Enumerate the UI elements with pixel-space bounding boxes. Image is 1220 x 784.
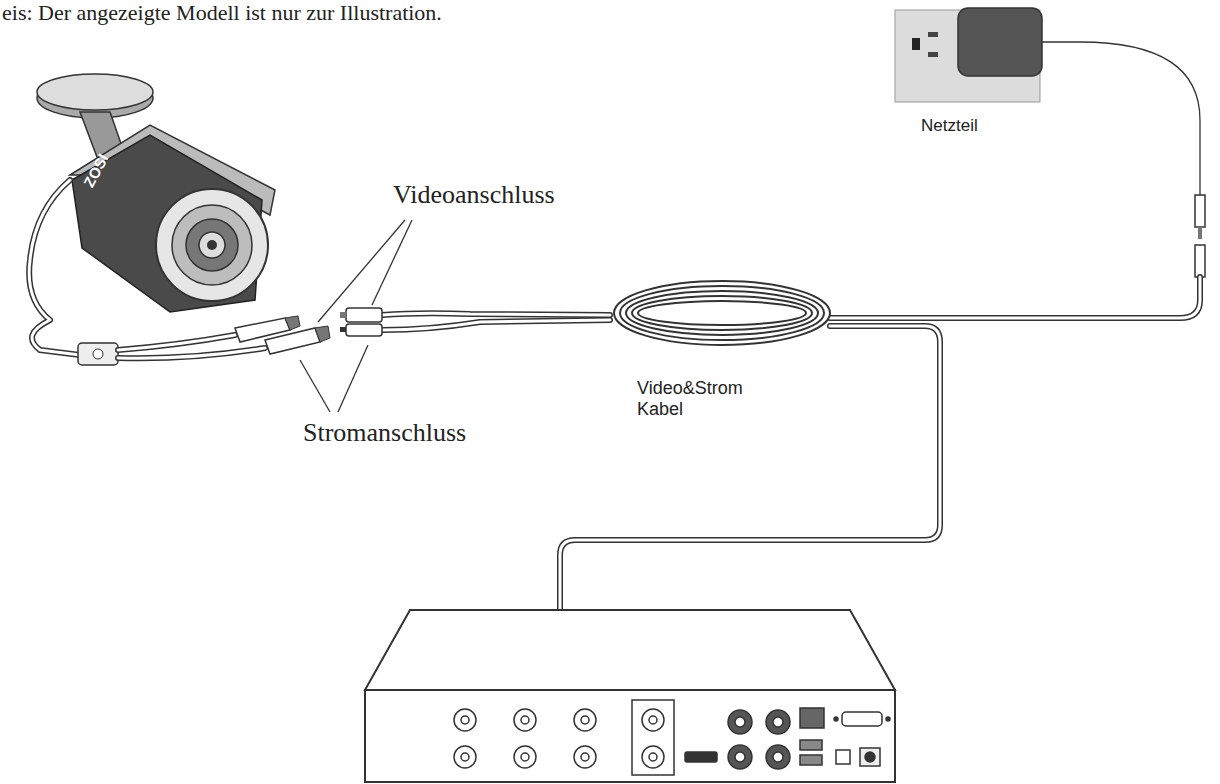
power-adapter (895, 8, 1205, 277)
part-label: Videoanschluss (393, 180, 555, 210)
leader-line (300, 220, 412, 412)
dvr-recorder (365, 610, 895, 782)
part-label: Netzteil (921, 116, 978, 136)
part-label: Stromanschluss (303, 418, 466, 448)
camera (29, 74, 330, 365)
cable-label: Video&Strom Kabel (637, 378, 762, 419)
note: eis: Der angezeigte Modell ist nur zur I… (2, 0, 442, 25)
